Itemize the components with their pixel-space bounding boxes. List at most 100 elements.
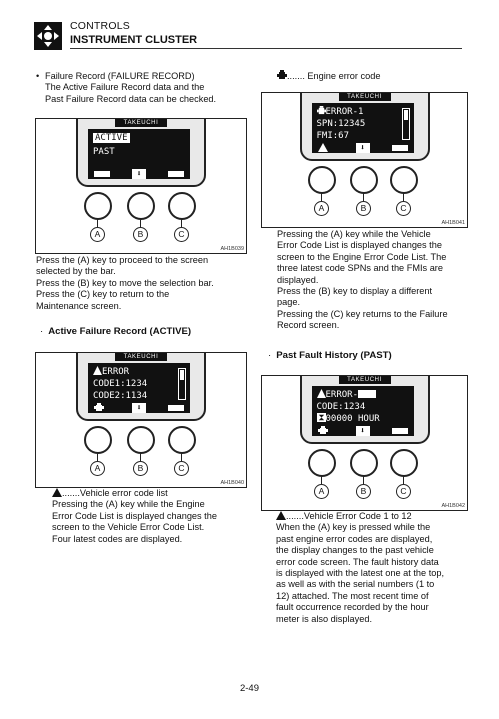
menu-item-past: PAST: [93, 147, 115, 157]
screen-line: CODE:1234: [316, 402, 366, 412]
warning-triangle-icon: [52, 488, 62, 497]
label-a: A: [314, 484, 329, 499]
key-c-button[interactable]: [390, 449, 418, 477]
key-b-button[interactable]: [350, 449, 378, 477]
label-b: B: [356, 484, 371, 499]
screen-line: ERROR: [102, 367, 130, 377]
label-a: A: [314, 201, 329, 216]
section-heading: ·Active Failure Record (ACTIVE): [40, 326, 192, 337]
display-screen: ERROR- CODE:1234 00000 HOUR ⬇: [311, 386, 414, 436]
intro-block: • Failure Record (FAILURE RECORD) The Ac…: [36, 71, 246, 105]
key-b-button[interactable]: [127, 426, 155, 454]
key-b-button[interactable]: [127, 192, 155, 220]
leader-line: [97, 219, 98, 227]
instrument-cluster-display: TAKEUCHI ERROR-1 SPN:12345 FMI:67 ⬇: [299, 93, 430, 161]
text-line: Maintenance screen.: [36, 300, 122, 311]
leader-line: [403, 193, 404, 201]
text-line: fault occurrence recorded by the hour: [276, 602, 429, 613]
legend-line: .......Vehicle Error Code 1 to 12: [276, 511, 476, 522]
fig1-description: Press the (A) key to proceed to the scre…: [36, 255, 251, 312]
down-arrow-icon: ⬇: [355, 143, 370, 153]
label-b: B: [356, 201, 371, 216]
text-line: 12) attached. The most recent time of: [276, 590, 429, 601]
engine-icon: [277, 70, 287, 79]
serial-number-field: [358, 390, 377, 398]
instrument-cluster-display: TAKEUCHI ERROR- CODE:1234 00000 HOUR ⬇: [299, 376, 430, 444]
warning-triangle-icon: [93, 366, 102, 375]
text-line: selected by the bar.: [36, 266, 116, 277]
key-c-button[interactable]: [168, 192, 196, 220]
leader-line: [363, 193, 364, 201]
key-b-button[interactable]: [350, 166, 378, 194]
warning-triangle-icon: [317, 143, 328, 152]
leader-line: [363, 476, 364, 484]
figure-code: AH1B041: [441, 220, 465, 226]
engine-icon: [316, 106, 326, 115]
intro-line: The Active Failure Record data and the: [45, 82, 205, 93]
engine-icon: [317, 426, 328, 434]
page-number: 2-49: [239, 683, 259, 694]
instrument-cluster-display: TAKEUCHI ERROR CODE1:1234 CODE2:1134 ⬇: [76, 353, 206, 421]
scroll-indicator: [401, 108, 410, 140]
text-line: Press the (A) key to proceed to the scre…: [36, 255, 209, 265]
brand-logo: TAKEUCHI: [115, 353, 167, 361]
text-line: meter is also displayed.: [276, 613, 373, 624]
text-line: is displayed with the latest one at the …: [276, 568, 445, 579]
figure-code: AH1B039: [220, 246, 244, 252]
fig2-description: .......Vehicle error code list Pressing …: [52, 488, 252, 545]
softkey-indicator: [391, 428, 408, 434]
text-line: Error Code List is displayed changes the: [52, 510, 217, 521]
hourglass-icon: [316, 413, 326, 422]
heading-text: Past Fault History (PAST): [276, 350, 392, 361]
label-b: B: [133, 461, 148, 476]
brand-logo: TAKEUCHI: [338, 93, 391, 101]
key-a-button[interactable]: [308, 166, 336, 194]
key-c-button[interactable]: [390, 166, 418, 194]
label-a: A: [90, 227, 105, 242]
leader-line: [181, 453, 182, 461]
screen-line: CODE2:1134: [93, 391, 148, 401]
leader-line: [140, 219, 141, 227]
display-screen: ACTIVE PAST ⬇: [88, 129, 190, 179]
leader-line: [403, 476, 404, 484]
text-line: displayed.: [277, 274, 319, 285]
text-line: Four latest codes are displayed.: [52, 533, 183, 544]
warning-triangle-icon: [316, 389, 326, 398]
legend-text: .......Vehicle error code list: [62, 488, 168, 498]
fig3-description: Pressing the (A) key while the Vehicle E…: [277, 229, 477, 332]
figure-past-fault-history: TAKEUCHI ERROR- CODE:1234 00000 HOUR ⬇ A…: [261, 375, 468, 511]
text-line: Press the (B) key to display a different: [277, 286, 433, 297]
key-c-button[interactable]: [168, 426, 196, 454]
figure-active-failure-record: TAKEUCHI ERROR CODE1:1234 CODE2:1134 ⬇ A…: [35, 352, 247, 488]
section-heading: ·Past Fault History (PAST): [268, 350, 392, 361]
instrument-cluster-display: TAKEUCHI ACTIVE PAST ⬇: [76, 119, 206, 187]
text-line: Record screen.: [277, 320, 340, 331]
text-line: Pressing the (A) key while the Vehicle: [277, 229, 431, 239]
figure-code: AH1B040: [220, 480, 244, 486]
label-c: C: [174, 227, 189, 242]
text-line: page.: [277, 297, 300, 308]
screen-line: 00000 HOUR: [325, 414, 380, 424]
legend-line: .......Vehicle error code list: [52, 488, 252, 499]
controls-arrows-icon: [34, 22, 62, 50]
down-arrow-icon: ⬇: [132, 169, 146, 179]
key-a-button[interactable]: [308, 449, 336, 477]
leader-line: [181, 219, 182, 227]
key-a-button[interactable]: [84, 192, 112, 220]
engine-icon: [94, 403, 104, 411]
leader-line: [140, 453, 141, 461]
warning-triangle-icon: [276, 511, 286, 520]
label-c: C: [174, 461, 189, 476]
key-a-button[interactable]: [84, 426, 112, 454]
text-line: screen to the Engine Error Code List. Th…: [277, 251, 447, 262]
leader-line: [321, 476, 322, 484]
bullet: •: [36, 71, 40, 81]
leader-line: [97, 453, 98, 461]
legend-text: ....... Engine error code: [287, 71, 381, 81]
intro-line: Failure Record (FAILURE RECORD): [45, 71, 195, 81]
softkey-indicator: [168, 171, 184, 177]
intro-line: Past Failure Record data can be checked.: [45, 93, 217, 104]
screen-line: SPN:12345: [316, 119, 366, 129]
down-arrow-icon: ⬇: [132, 403, 146, 413]
text-line: Pressing the (A) key while the Engine: [52, 499, 205, 510]
